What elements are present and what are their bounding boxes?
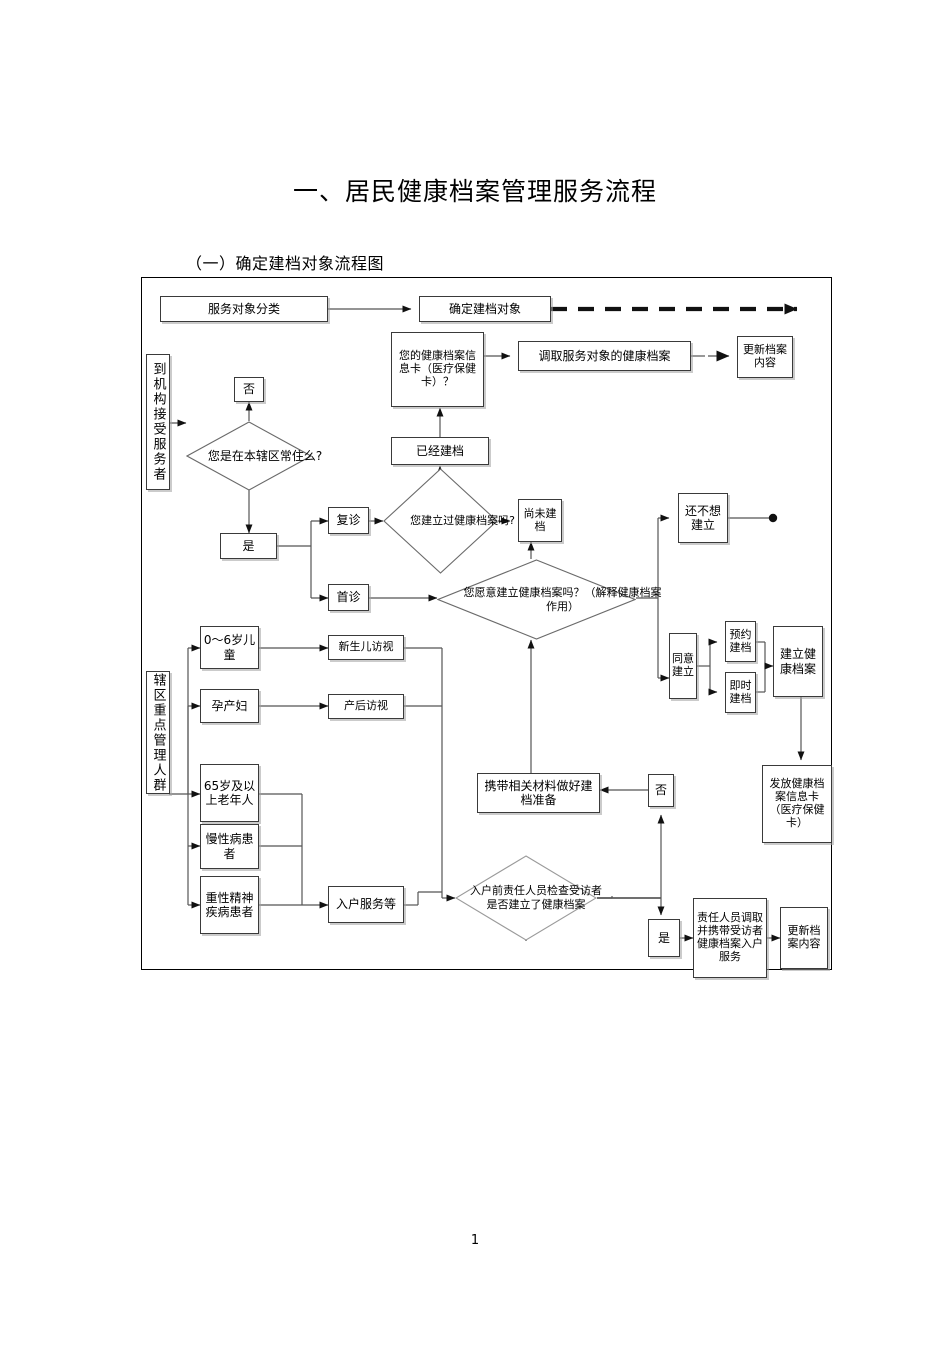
node-agree-to-establish: 同意建立 bbox=[669, 633, 697, 699]
node-severe-mental-patients: 重性精神疾病患者 bbox=[200, 876, 259, 934]
diamond-shape bbox=[383, 468, 498, 574]
node-update-record-top: 更新档案内容 bbox=[737, 336, 793, 378]
node-no-top: 否 bbox=[234, 377, 264, 402]
node-first-visit: 首诊 bbox=[328, 584, 369, 611]
decision-label: 您是在本辖区常住么? bbox=[207, 448, 323, 463]
node-not-want-yet: 还不想建立 bbox=[678, 493, 728, 543]
node-yes-left: 是 bbox=[220, 533, 277, 559]
node-yes-bottom: 是 bbox=[648, 919, 680, 957]
node-institution-service-receiver: 到机构接受服务者 bbox=[146, 354, 170, 490]
node-chronic-patients: 慢性病患者 bbox=[200, 824, 259, 869]
node-postpartum-visit: 产后访视 bbox=[328, 694, 404, 719]
node-bring-materials: 携带相关材料做好建档准备 bbox=[477, 773, 600, 813]
node-establish-record: 建立健康档案 bbox=[773, 626, 823, 697]
node-immediate-filing: 即时建档 bbox=[725, 672, 756, 713]
node-children-0-6: 0～6岁儿童 bbox=[200, 626, 259, 669]
page-number: 1 bbox=[470, 1233, 480, 1248]
decision-label: 入户前责任人员检查受访者是否建立了健康档案 bbox=[470, 884, 602, 911]
node-appointment-filing: 预约建档 bbox=[725, 621, 756, 662]
node-no-mid: 否 bbox=[648, 774, 674, 807]
flowchart-frame: 服务对象分类 确定建档对象 到机构接受服务者 辖区重点管理人群 否 是 您是在本… bbox=[141, 277, 832, 978]
diamond-shape bbox=[437, 559, 636, 640]
node-issue-card: 发放健康档案信息卡（医疗保健卡） bbox=[762, 765, 832, 843]
decision-willing-question: 您愿意建立健康档案吗？（解释健康档案作用） bbox=[437, 559, 662, 640]
node-determine-filing-object: 确定建档对象 bbox=[419, 296, 551, 322]
node-health-card-question: 您的健康档案信息卡（医疗保健卡）？ bbox=[391, 332, 484, 407]
decision-reside-question: 您是在本辖区常住么? bbox=[186, 421, 322, 491]
node-newborn-visit: 新生儿访视 bbox=[328, 635, 404, 660]
node-home-service: 入户服务等 bbox=[328, 886, 404, 923]
node-elderly-65: 65岁及以上老年人 bbox=[200, 764, 259, 822]
decision-label: 您愿意建立健康档案吗？（解释健康档案作用） bbox=[463, 585, 662, 613]
node-not-yet-filed: 尚未建档 bbox=[518, 499, 562, 542]
node-service-object-classification: 服务对象分类 bbox=[160, 296, 328, 322]
page-title: 一、居民健康档案管理服务流程 bbox=[292, 177, 657, 206]
diamond-shape bbox=[186, 421, 312, 491]
node-key-management-population: 辖区重点管理人群 bbox=[146, 671, 170, 794]
decision-label: 您建立过健康档案吗? bbox=[410, 514, 515, 528]
node-retrieve-record: 调取服务对象的健康档案 bbox=[518, 341, 691, 371]
diamond-shape bbox=[455, 855, 597, 941]
node-update-record-bottom: 更新档案内容 bbox=[780, 907, 828, 969]
decision-home-check-question: 入户前责任人员检查受访者是否建立了健康档案 bbox=[455, 855, 602, 941]
section-heading: （一）确定建档对象流程图 bbox=[186, 254, 385, 273]
node-pregnant-women: 孕产妇 bbox=[200, 689, 259, 723]
node-staff-carry-record: 责任人员调取并携带受访者健康档案入户服务 bbox=[693, 898, 767, 978]
decision-filed-question: 您建立过健康档案吗? bbox=[383, 468, 515, 574]
node-revisit: 复诊 bbox=[328, 507, 369, 534]
node-already-filed: 已经建档 bbox=[391, 437, 489, 465]
